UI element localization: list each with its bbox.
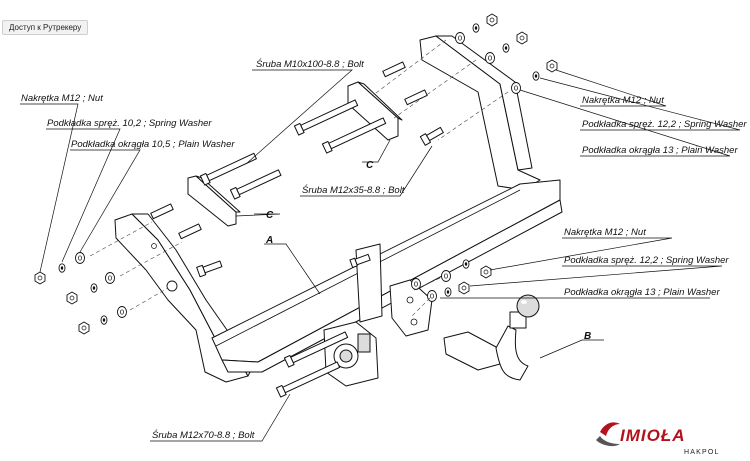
label-bolt-m12x35: Śruba M12x35-8.8 ; Bolt (302, 184, 405, 196)
assembly-lines (89, 39, 509, 317)
main-frame-part-a (114, 35, 563, 387)
labels-group: Nakrętka M12 ; Nut Podkładka spręż. 10,2… (21, 58, 747, 441)
label-nut-top-right: Nakrętka M12 ; Nut (582, 95, 664, 106)
label-nut-left: Nakrętka M12 ; Nut (21, 93, 103, 104)
label-spring-washer-top-right: Podkładka spręż. 12,2 ; Spring Washer (582, 119, 747, 130)
label-spring-washer-mid-right: Podkładka spręż. 12,2 ; Spring Washer (564, 255, 729, 266)
label-plain-washer-left: Podkładka okrągła 10,5 ; Plain Washer (71, 139, 235, 150)
clamp-plate-upper-c (347, 81, 403, 141)
label-nut-mid-right: Nakrętka M12 ; Nut (564, 227, 646, 238)
letter-c-lower: C (266, 210, 274, 221)
letter-b: B (584, 331, 591, 342)
label-plain-washer-top-right: Podkładka okrągła 13 ; Plain Washer (582, 145, 738, 156)
letter-a: A (265, 235, 273, 246)
letter-c-upper: C (366, 160, 374, 171)
label-plain-washer-mid-right: Podkładka okrągła 13 ; Plain Washer (564, 287, 720, 298)
bolts-group (150, 61, 444, 398)
label-bolt-m12x70: Śruba M12x70-8.8 ; Bolt (152, 429, 255, 441)
ball-hitch-part-b (443, 294, 540, 381)
label-bolt-m10: Śruba M10x100-8.8 ; Bolt (256, 58, 364, 70)
logo-brand: IMIOŁA (620, 426, 686, 445)
imiola-hakpol-logo: IMIOŁA HAKPOL (596, 422, 720, 456)
access-chip-button[interactable]: Доступ к Рутрекеру (2, 20, 89, 35)
clamp-plate-lower-c (187, 175, 241, 227)
leader-lines (20, 69, 741, 442)
label-spring-washer-left: Podkładka spręż. 10,2 ; Spring Washer (47, 118, 212, 129)
logo-sub: HAKPOL (684, 449, 720, 456)
